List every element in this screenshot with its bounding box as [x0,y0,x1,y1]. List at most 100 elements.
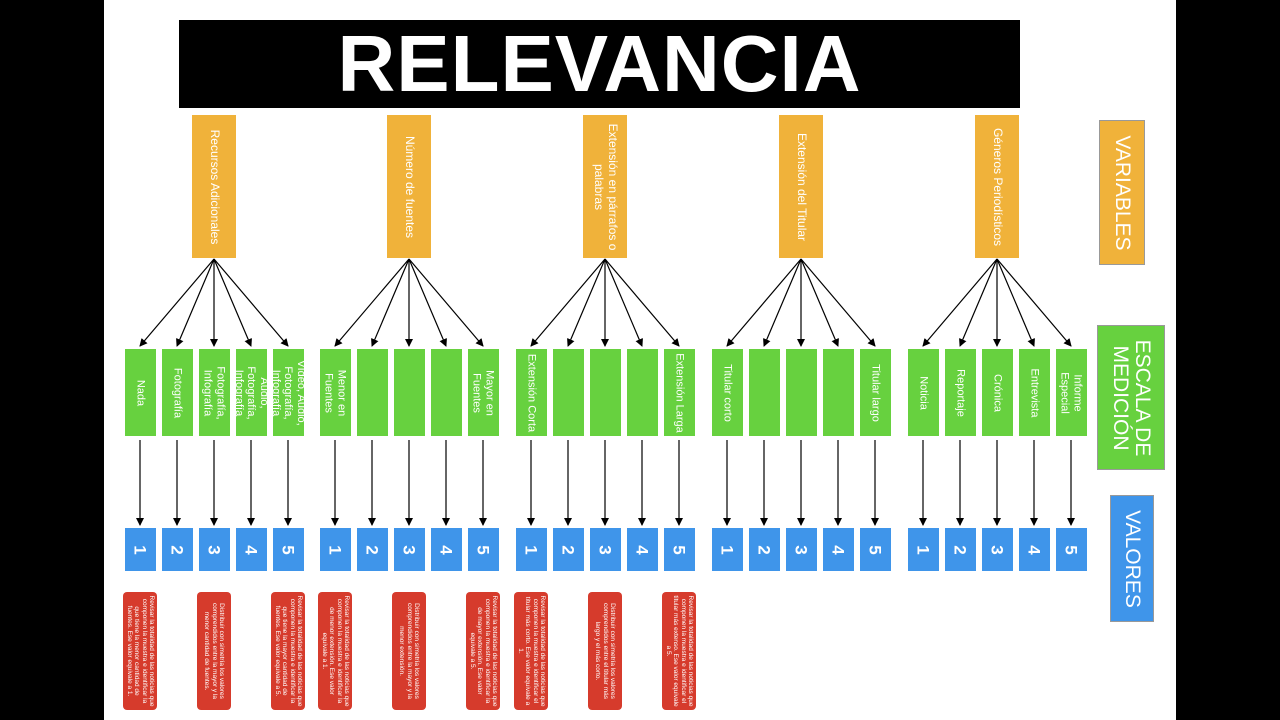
scale-box-label: Fotografía [171,367,184,418]
value-box-label: 5 [278,544,298,555]
note-callout-label: Revisar la totalidad de las noticias que… [516,595,546,707]
value-box: 5 [663,528,695,571]
arrow-variable-to-scale [996,258,1072,347]
scale-box-label: Vídeo, Audio, Fotografía, Infografía [272,359,304,426]
value-box: 4 [626,528,658,571]
value-box-label: 2 [754,544,774,555]
value-box: 4 [235,528,267,571]
arrow-variable-to-scale [959,258,998,347]
value-box: 2 [552,528,584,571]
scale-box-label: Titular corto [721,363,734,422]
note-callout-label: Distribuir con simetría los valores comp… [398,602,421,700]
value-box: 3 [589,528,621,571]
scale-box [748,349,780,436]
value-box: 3 [393,528,425,571]
scale-box: Titular largo [859,349,891,436]
value-box: 1 [124,528,156,571]
scale-box: Crónica [981,349,1013,436]
legend-variables-label: VARIABLES [1111,134,1135,251]
scale-box-label: Menor en Fuentes [323,369,348,416]
variable-box: Géneros Periodísticos [975,115,1019,258]
scale-box: Mayor en Fuentes [467,349,499,436]
scale-box: Extensión Corta [515,349,547,436]
scale-box-label: Audio, Fotografía, Infografía [235,365,267,420]
value-box: 2 [356,528,388,571]
value-box-label: 2 [950,544,970,555]
scale-box [430,349,462,436]
value-box-label: 1 [521,544,541,555]
variable-box-label: Recursos Adicionales [207,129,222,244]
scale-box-label: Informe Especial [1059,371,1084,414]
arrow-variable-to-scale [922,258,998,347]
scale-box [589,349,621,436]
value-box: 3 [785,528,817,571]
value-box-label: 3 [399,544,419,555]
value-box-label: 5 [473,544,493,555]
value-box: 4 [822,528,854,571]
value-box: 2 [161,528,193,571]
scale-box-label: Noticia [917,375,930,410]
scale-box-label: Titular largo [869,363,882,422]
scale-box-label: Nada [134,379,147,406]
note-callout: Distribuir con simetría los valores comp… [197,592,231,710]
value-box-label: 3 [987,544,1007,555]
arrow-variable-to-scale [800,258,876,347]
value-box: 3 [981,528,1013,571]
connector-arrows [136,258,1075,526]
value-box-label: 3 [791,544,811,555]
note-callout: Revisar la totalidad de las noticias que… [123,592,157,710]
note-callout: Distribuir con simetría los valores comp… [588,592,622,710]
arrow-variable-to-scale [334,258,410,347]
scale-box: Fotografía [161,349,193,436]
scale-box: Audio, Fotografía, Infografía [235,349,267,436]
value-box: 5 [1055,528,1087,571]
legend-valores-label: VALORES [1121,509,1145,608]
variable-box-label: Número de fuentes [402,135,417,238]
scale-box-label: Mayor en Fuentes [471,369,496,416]
scale-box-label: Extensión Larga [673,352,686,433]
arrow-variable-to-scale [996,258,1035,347]
value-box-label: 2 [362,544,382,555]
value-box-label: 1 [130,544,150,555]
scale-box: Entrevista [1018,349,1050,436]
scale-box-label: Fotografía, Infografía [202,365,227,420]
value-box: 2 [944,528,976,571]
value-box-label: 5 [1061,544,1081,555]
legend-escala-label: ESCALA DE MEDICIÓN [1109,339,1155,456]
value-box: 2 [748,528,780,571]
scale-box-label: Reportaje [954,368,967,417]
arrow-variable-to-scale [176,258,215,347]
scale-box [552,349,584,436]
scale-box: Fotografía, Infografía [198,349,230,436]
arrow-variable-to-scale [408,258,484,347]
value-box: 1 [907,528,939,571]
scale-box [626,349,658,436]
value-box: 1 [515,528,547,571]
arrow-variable-to-scale [371,258,410,347]
scale-box: Noticia [907,349,939,436]
page-title: RELEVANCIA [179,20,1020,108]
note-callout-label: Revisar la totalidad de las noticias que… [320,595,350,707]
scale-box: Informe Especial [1055,349,1087,436]
value-box-label: 4 [632,544,652,555]
arrow-variable-to-scale [763,258,802,347]
scale-box [393,349,425,436]
value-box: 4 [430,528,462,571]
value-box: 1 [319,528,351,571]
scale-box: Vídeo, Audio, Fotografía, Infografía [272,349,304,436]
note-callout-label: Revisar la totalidad de las noticias que… [468,595,498,707]
value-box-label: 5 [865,544,885,555]
note-callout: Revisar la totalidad de las noticias que… [514,592,548,710]
arrow-variable-to-scale [726,258,802,347]
scale-box [822,349,854,436]
note-callout-label: Distribuir con simetría los valores comp… [203,602,226,700]
scale-box-label: Extensión Corta [525,353,538,432]
note-callout: Revisar la totalidad de las noticias que… [466,592,500,710]
legend-valores: VALORES [1110,495,1154,622]
arrow-variable-to-scale [213,258,289,347]
note-callout: Revisar la totalidad de las noticias que… [318,592,352,710]
note-callout: Revisar la totalidad de las noticias que… [271,592,305,710]
value-box-label: 4 [1024,544,1044,555]
note-callout: Distribuir con simetría los valores comp… [392,592,426,710]
